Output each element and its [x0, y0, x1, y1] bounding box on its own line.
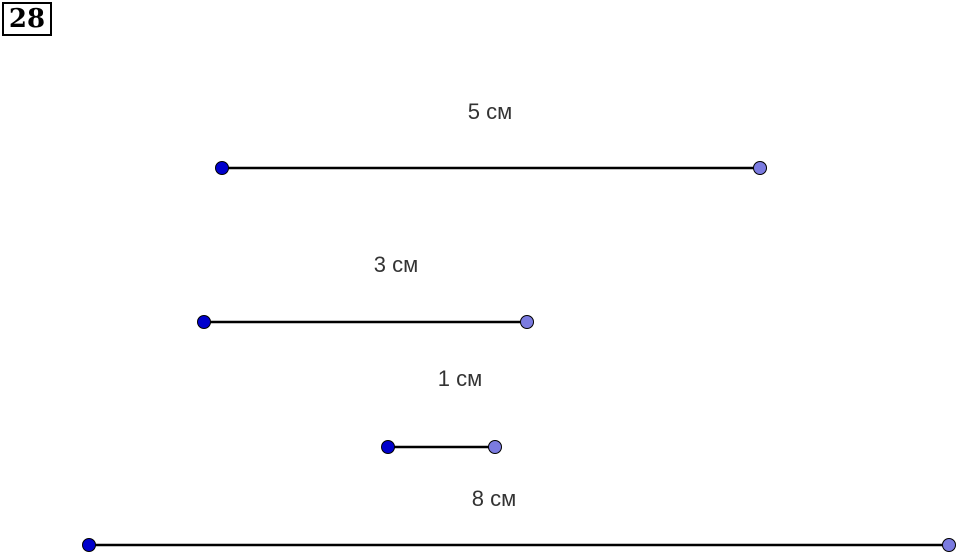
segment-end-point: [942, 538, 956, 552]
segment-end-point: [753, 161, 767, 175]
segment-end-point: [488, 440, 502, 454]
segment-label: 1 см: [438, 366, 482, 391]
segment-start-point: [381, 440, 395, 454]
segment-label: 8 см: [472, 486, 516, 511]
segment-label: 5 см: [468, 99, 512, 124]
segment-start-point: [215, 161, 229, 175]
segment-1cm: 1 см: [381, 366, 502, 454]
segment-5cm: 5 см: [215, 99, 767, 175]
segment-8cm: 8 см: [82, 486, 956, 552]
segment-start-point: [82, 538, 96, 552]
segment-end-point: [520, 315, 534, 329]
segment-start-point: [197, 315, 211, 329]
segment-3cm: 3 см: [197, 252, 534, 329]
segment-label: 3 см: [374, 252, 418, 277]
problem-number: 28: [2, 2, 52, 36]
